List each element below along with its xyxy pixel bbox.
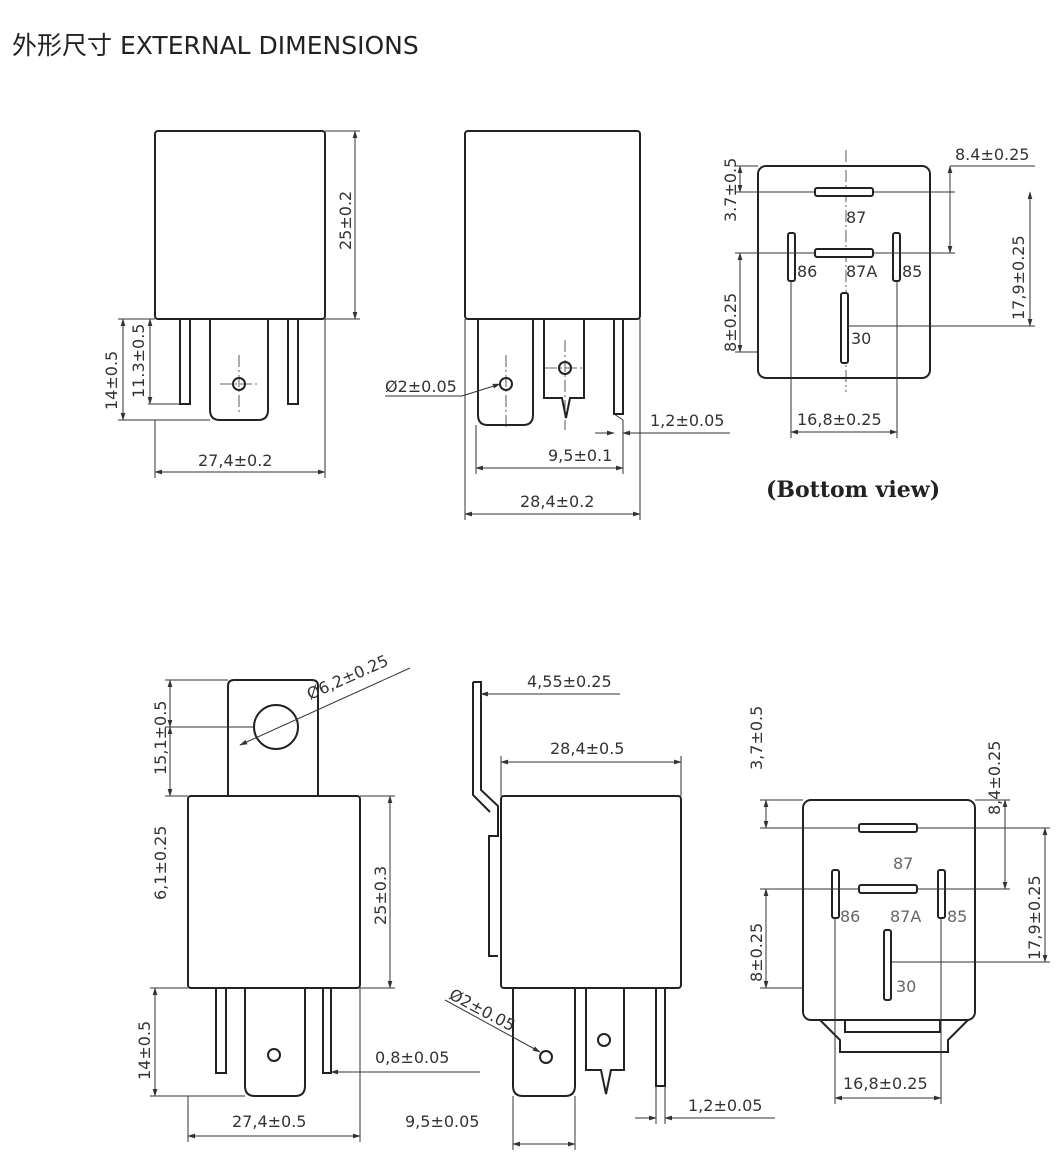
top-bottom-d4: 17,9±0.25 [1009, 235, 1028, 320]
top-bottom-d5: 16,8±0.25 [797, 410, 882, 429]
top-side-view: 25±0.2 14±0.5 11.3±0.5 27,4±0.2 [102, 130, 360, 478]
bottom-pin-30: 30 [896, 977, 916, 996]
bottom-side-hole: Ø6,2±0.25 [304, 651, 391, 704]
top-front-width: 28,4±0.2 [520, 492, 594, 511]
bottom-front-width: 28,4±0.5 [550, 739, 624, 758]
bottom-front-hole: Ø2±0.05 [446, 985, 518, 1035]
bottom-pin-87a: 87A [890, 907, 921, 926]
bottom-bottom-d2: 8±0.25 [747, 923, 766, 982]
top-bottom-d2: 8±0.25 [721, 293, 740, 352]
bottom-pin-87: 87 [893, 854, 913, 873]
top-pin-86: 86 [797, 262, 817, 281]
top-front-hole: Ø2±0.05 [385, 377, 457, 396]
bottom-side-pin-len: 14±0.5 [135, 1021, 154, 1080]
bottom-side-height: 25±0.3 [371, 866, 390, 925]
top-pin-30: 30 [851, 329, 871, 348]
page-title: 外形尺寸 EXTERNAL DIMENSIONS [12, 31, 419, 60]
bottom-front-pin-w: 1,2±0.05 [688, 1096, 762, 1115]
top-front-view: Ø2±0.05 1,2±0.05 9,5±0.1 28,4±0.2 [385, 130, 730, 520]
top-pin-85: 85 [902, 262, 922, 281]
top-side-width: 27,4±0.2 [198, 451, 272, 470]
top-pin-87: 87 [846, 208, 866, 227]
bottom-pin-86: 86 [840, 907, 860, 926]
top-side-tab-len: 11.3±0.5 [129, 324, 148, 398]
top-bottom-d3: 8.4±0.25 [955, 145, 1029, 164]
bottom-front-pitch: 9,5±0.05 [405, 1112, 479, 1131]
bottom-side-view: Ø6,2±0.25 15,1±0.5 6,1±0.25 25±0.3 14±0.… [135, 651, 480, 1142]
top-side-height: 25±0.2 [336, 191, 355, 250]
bottom-view-caption: (Bottom view) [766, 477, 940, 503]
bottom-pin-85: 85 [947, 907, 967, 926]
bottom-side-bracket: 15,1±0.5 [151, 701, 170, 775]
bottom-bottom-d1: 3,7±0.5 [747, 706, 766, 770]
top-side-pin-len: 14±0.5 [102, 351, 121, 410]
top-bottom-view: 87 86 87A 85 30 3.7±0.5 8±0.25 8.4±0.25 … [721, 145, 1035, 503]
top-front-pitch: 9,5±0.1 [548, 446, 612, 465]
bottom-bottom-view: 87 86 87A 85 30 3,7±0.5 8±0.25 8,4±0.25 … [747, 706, 1050, 1104]
bottom-side-width: 27,4±0.5 [232, 1112, 306, 1131]
bottom-bottom-d5: 16,8±0.25 [843, 1074, 928, 1093]
bottom-side-bracket-gap: 6,1±0.25 [151, 826, 170, 900]
top-pin-87a: 87A [846, 262, 877, 281]
top-front-pin-w: 1,2±0.05 [650, 411, 724, 430]
bottom-bottom-d4: 17,9±0.25 [1025, 875, 1044, 960]
bottom-front-tab: 4,55±0.25 [527, 672, 612, 691]
top-bottom-d1: 3.7±0.5 [721, 158, 740, 222]
bottom-front-view: 4,55±0.25 28,4±0.5 Ø2±0.05 9,5±0.05 1,2±… [405, 672, 775, 1150]
bottom-bottom-d3: 8,4±0.25 [985, 741, 1004, 815]
bottom-side-pin-w: 0,8±0.05 [375, 1048, 449, 1067]
